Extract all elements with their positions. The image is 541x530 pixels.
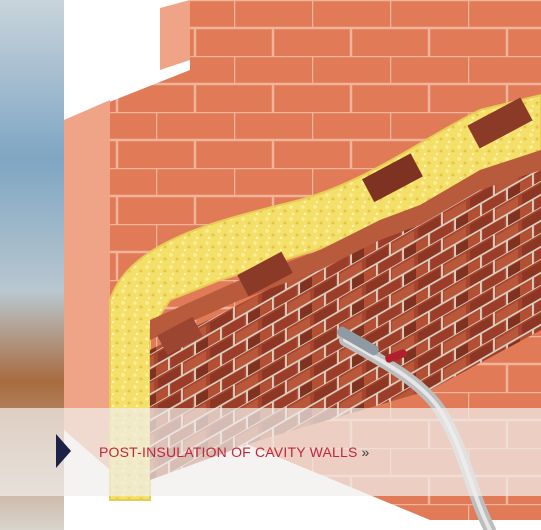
triangle-right-icon [56, 434, 71, 468]
chevron-double-right-icon[interactable]: » [362, 444, 370, 460]
post-insulation-link[interactable]: POST-INSULATION OF CAVITY WALLS» [99, 444, 370, 460]
post-insulation-link-text[interactable]: POST-INSULATION OF CAVITY WALLS [99, 444, 358, 460]
